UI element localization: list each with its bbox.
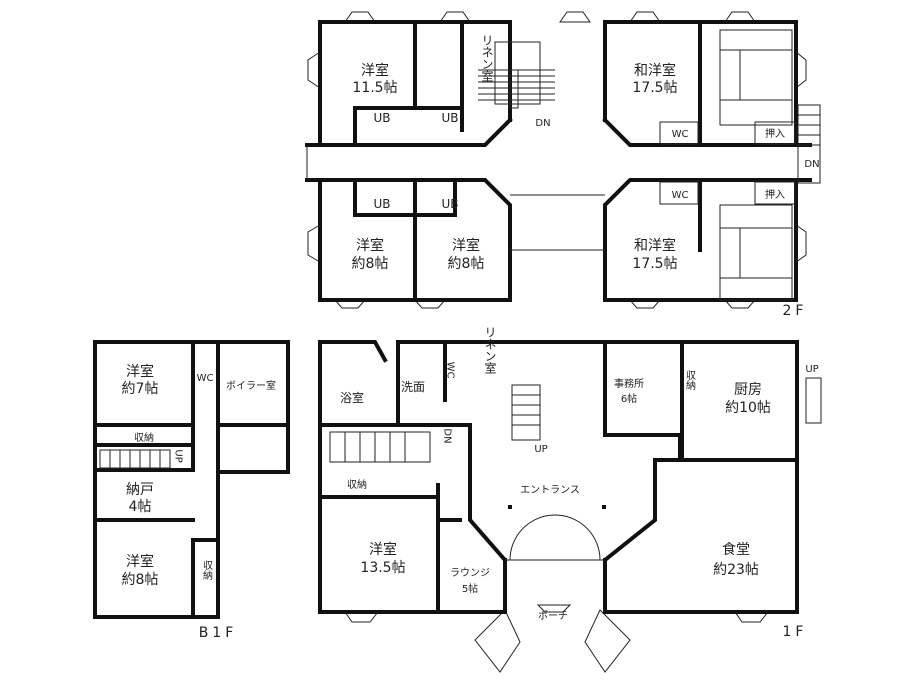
room-name: 収納 <box>201 560 213 581</box>
walls-1f <box>318 340 799 614</box>
room-name: WC <box>672 129 689 140</box>
room-size: 約7帖 <box>122 381 159 397</box>
room-size: 約10帖 <box>725 400 771 416</box>
room-name: 厨房 <box>734 382 762 398</box>
room-name: 洋室 <box>361 62 389 79</box>
walls-b1f <box>93 340 290 619</box>
floor-label: B1F <box>199 625 238 641</box>
room-name: リネン室 <box>480 34 494 82</box>
room-size: 5帖 <box>462 582 478 595</box>
room-name: ポーチ <box>538 610 568 622</box>
stairs-direction: UP <box>534 444 547 455</box>
room-name: 洋室 <box>452 237 480 254</box>
stairs-direction: DN <box>442 428 453 443</box>
floor-label: 2F <box>783 303 808 319</box>
porch-stairs <box>344 377 822 673</box>
stairs-b1f <box>99 449 171 469</box>
room-name: 押入 <box>765 127 785 140</box>
room-name: ボイラー室 <box>226 379 276 392</box>
room-name: ラウンジ <box>450 567 490 579</box>
room-name: 収納 <box>347 478 367 491</box>
room-size: 6帖 <box>621 392 637 405</box>
room-size: 4帖 <box>129 499 152 515</box>
room-size: 13.5帖 <box>360 560 405 576</box>
floor-label: 1F <box>783 624 808 640</box>
stairs-1f <box>329 384 541 463</box>
room-name: 洋室 <box>369 541 397 558</box>
stairs-direction: DN <box>804 159 819 170</box>
room-name: UB <box>373 197 390 211</box>
room-size: 17.5帖 <box>632 256 677 272</box>
walls-2f <box>305 20 812 302</box>
room-name: 洗面 <box>401 380 425 394</box>
room-name: UB <box>441 111 458 125</box>
room-name: 収納 <box>134 431 154 444</box>
side-stairs-2f <box>797 104 821 184</box>
room-name: WC <box>197 373 214 384</box>
room-name: 洋室 <box>126 363 154 380</box>
room-name: WC <box>672 190 689 201</box>
room-name: UB <box>441 197 458 211</box>
stairs-direction: DN <box>535 118 550 129</box>
room-name: 納戸 <box>126 482 154 498</box>
stairs-direction: UP <box>173 449 184 462</box>
room-name: 事務所 <box>614 377 644 390</box>
stairs-2f <box>478 41 555 109</box>
floor-1f: 浴室 洗面 WC リネン室 事務所 6帖 収納 厨房 約10帖 UP DN UP… <box>318 326 822 673</box>
room-name: 収納 <box>684 370 696 391</box>
room-name: 洋室 <box>356 237 384 254</box>
floor-b1f: 洋室 約7帖 WC ボイラー室 収納 UP 納戸 4帖 洋室 約8帖 収納 B1… <box>93 340 290 641</box>
room-name: 押入 <box>765 188 785 201</box>
room-name: エントランス <box>520 484 580 496</box>
room-size: 17.5帖 <box>632 80 677 96</box>
room-size: 約23帖 <box>713 562 759 578</box>
tatami-2f <box>659 29 796 301</box>
room-name: 浴室 <box>340 390 364 405</box>
stairs-direction: UP <box>805 364 818 375</box>
room-name: 食堂 <box>722 541 750 558</box>
room-name: リネン室 <box>483 326 497 374</box>
room-size: 約8帖 <box>122 572 159 588</box>
room-name: UB <box>373 111 390 125</box>
room-size: 約8帖 <box>352 256 389 272</box>
room-name: WC <box>445 362 456 379</box>
room-name: 洋室 <box>126 553 154 570</box>
room-name: 和洋室 <box>634 237 676 254</box>
room-name: 和洋室 <box>634 62 676 79</box>
room-size: 11.5帖 <box>352 80 397 96</box>
room-size: 約8帖 <box>448 256 485 272</box>
floor-2f: 洋室 11.5帖 リネン室 DN 和洋室 17.5帖 押入 WC UB UB U… <box>305 11 821 319</box>
